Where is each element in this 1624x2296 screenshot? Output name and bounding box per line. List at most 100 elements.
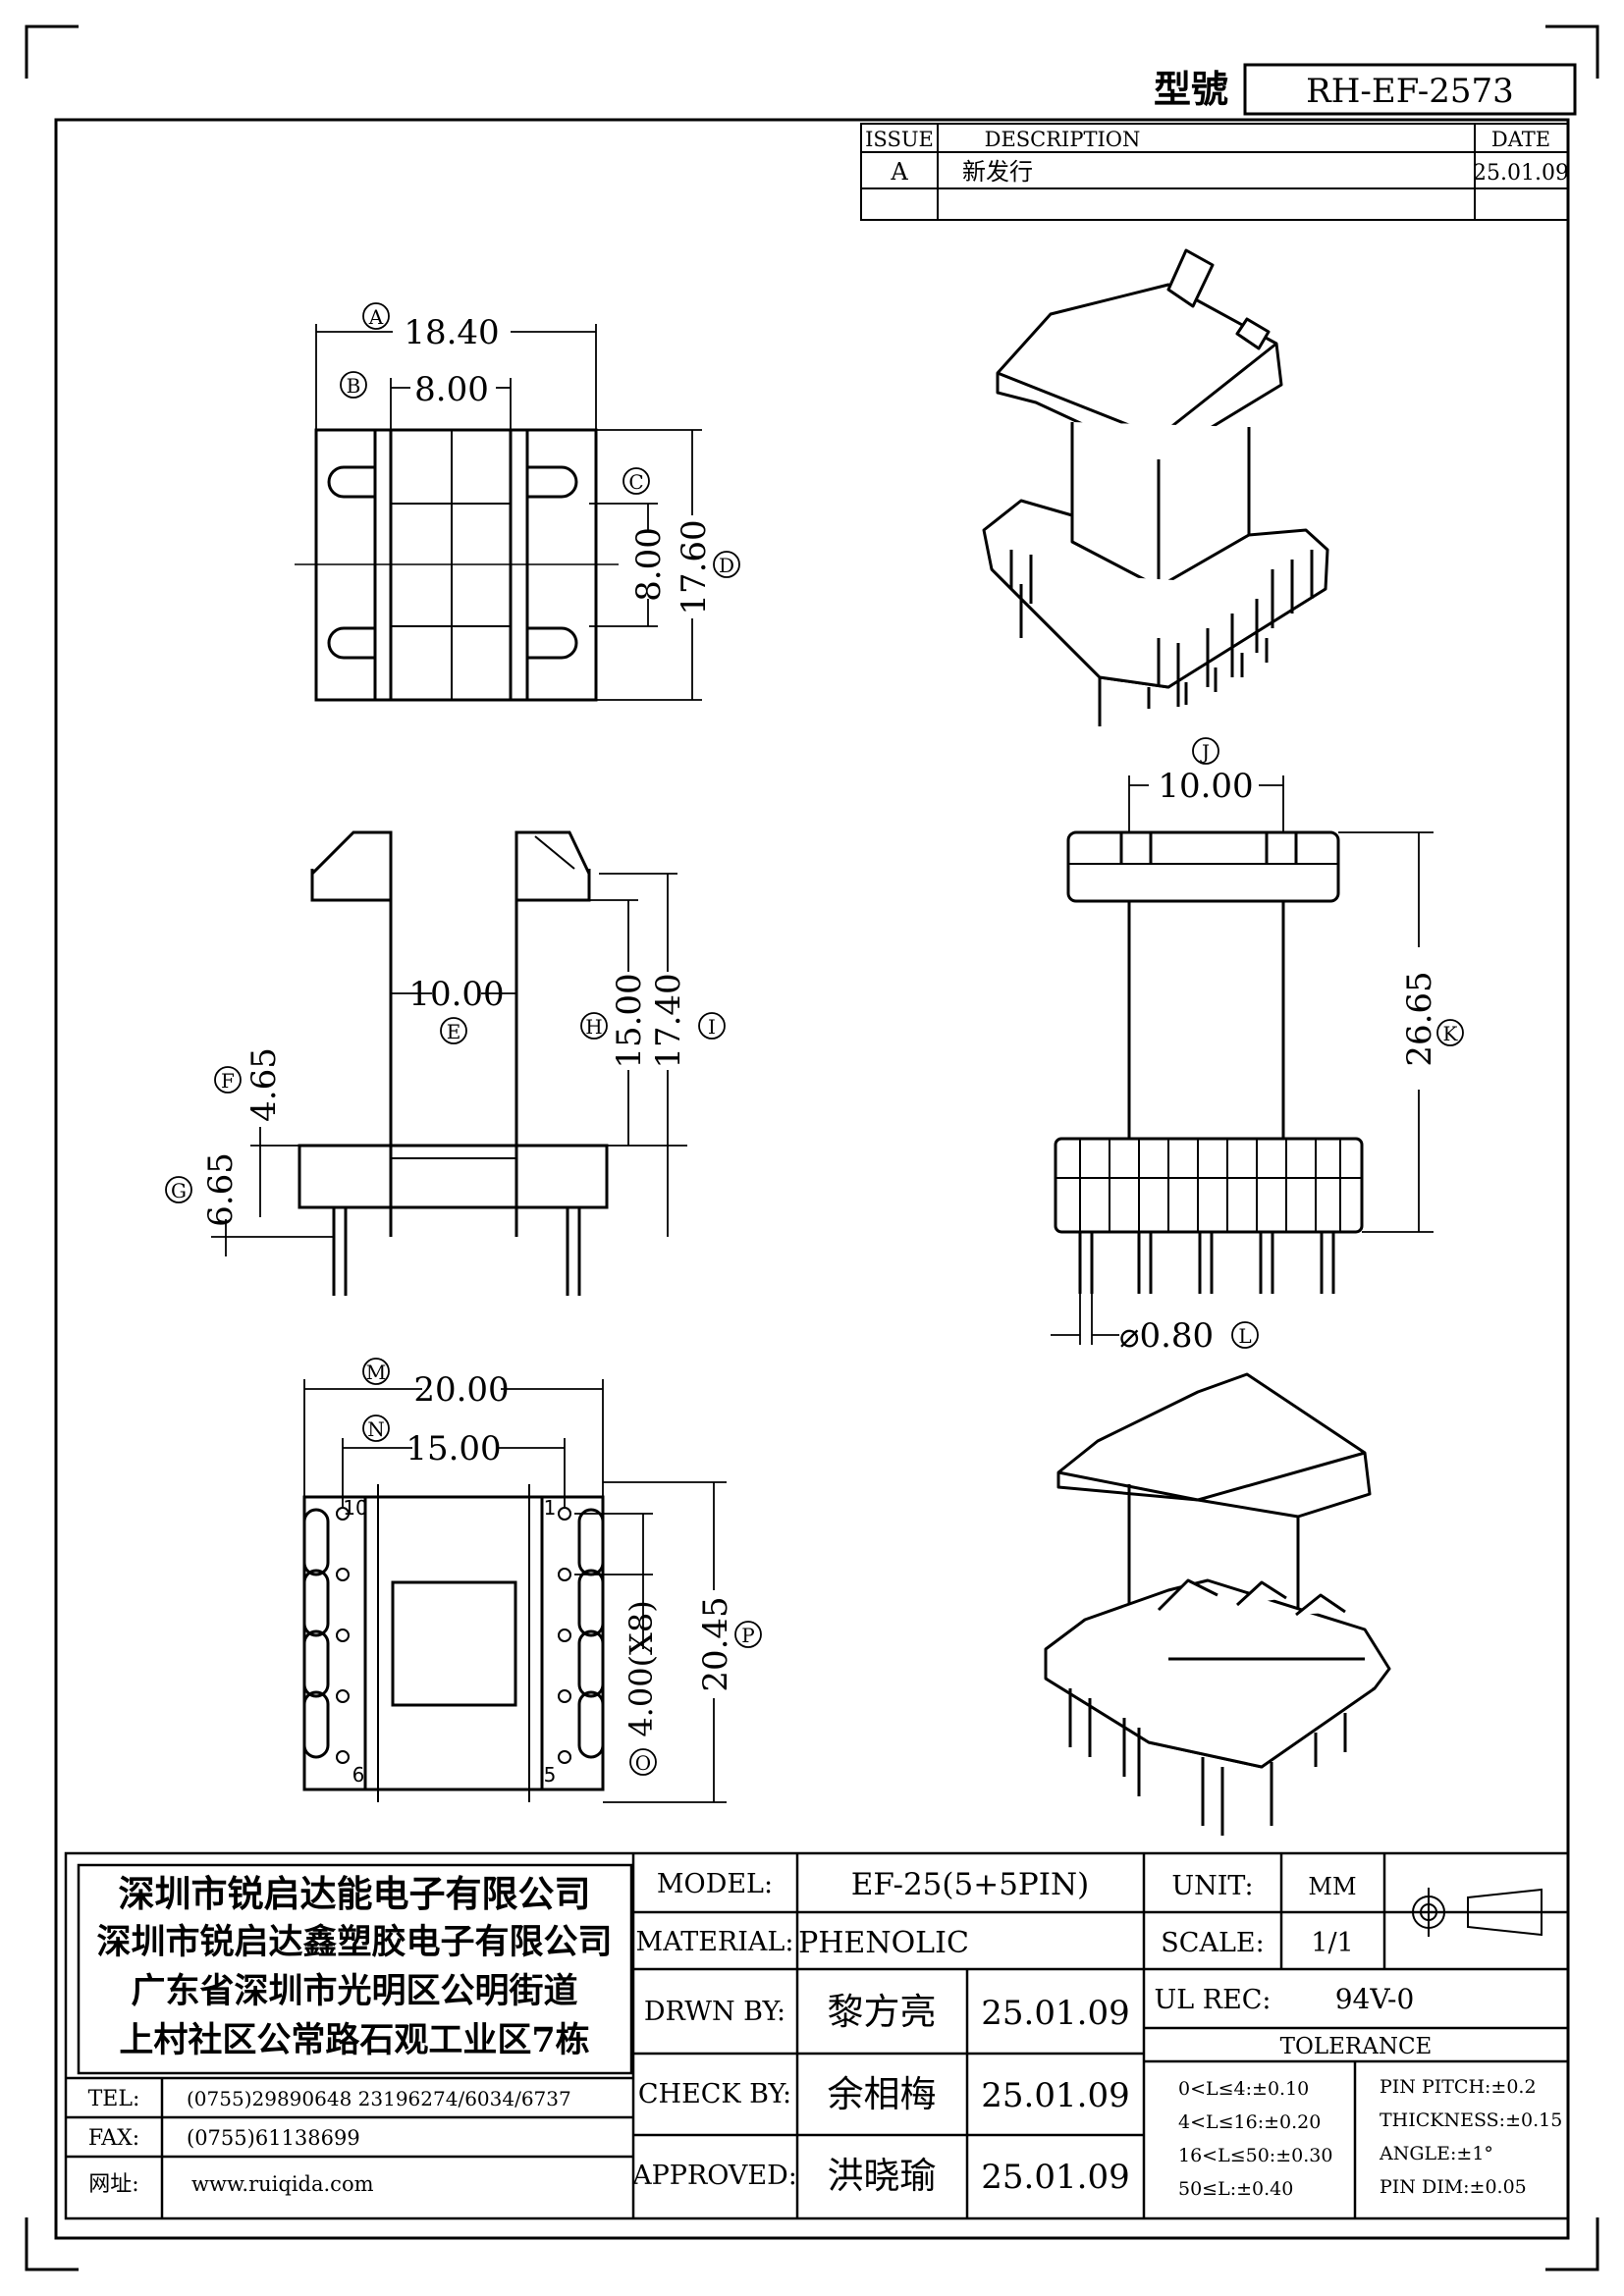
dimension-k: 26.65 — [1400, 971, 1439, 1066]
tolerance-right-3: ANGLE:±1° — [1379, 2143, 1493, 2164]
front-view-dimensions — [211, 873, 687, 1256]
dimension-p: 20.45 — [696, 1596, 735, 1691]
callout-n-circle — [362, 1415, 390, 1442]
check-by-date: 25.01.09 — [981, 2076, 1129, 2115]
callout-c: C — [628, 470, 643, 494]
dimension-j: 10.00 — [1158, 767, 1253, 806]
callout-a: A — [368, 305, 384, 329]
pin-number-5: 5 — [544, 1763, 557, 1787]
dimension-n: 15.00 — [406, 1429, 501, 1468]
dimension-o: 4.00(X8) — [623, 1600, 660, 1736]
model-value: EF-25(5+5PIN) — [851, 1867, 1090, 1902]
callout-b: B — [347, 374, 361, 398]
side-view — [1054, 830, 1364, 1294]
corner-mark-bottom-right — [1545, 2217, 1599, 2271]
callout-g: G — [171, 1179, 187, 1202]
callout-f: F — [221, 1069, 235, 1093]
dimension-e: 10.00 — [408, 975, 504, 1014]
corner-mark-bottom-left — [25, 2217, 79, 2271]
callout-p: P — [741, 1624, 754, 1647]
callout-g-circle — [165, 1176, 192, 1203]
model-number-label: 型號 — [1154, 67, 1228, 111]
ul-rec-value: 94V-0 — [1335, 1983, 1415, 2015]
revision-table: ISSUE DESCRIPTION DATE A 新发行 25.01.09 — [860, 123, 1569, 221]
callout-i: I — [708, 1015, 716, 1039]
tolerance-left-4: 50≤L:±0.40 — [1178, 2178, 1293, 2200]
callout-e: E — [447, 1020, 461, 1043]
callout-k-circle — [1436, 1019, 1464, 1046]
tolerance-right-4: PIN DIM:±0.05 — [1380, 2176, 1527, 2198]
dimension-g: 6.65 — [201, 1152, 241, 1227]
callout-e-circle — [440, 1017, 467, 1044]
side-view-dimensions — [1051, 775, 1434, 1345]
revision-issue-cell: A — [890, 158, 908, 186]
front-view — [298, 830, 609, 1296]
tolerance-left-1: 0<L≤4:±0.10 — [1178, 2078, 1309, 2100]
top-view — [295, 428, 619, 702]
callout-j: J — [1200, 740, 1210, 764]
scale-label: SCALE: — [1161, 1928, 1264, 1958]
bottom-view-pins — [336, 1507, 571, 1764]
model-number-box: 型號 RH-EF-2573 — [1154, 63, 1577, 116]
check-by-name: 余相梅 — [828, 2073, 937, 2115]
drawn-by-date: 25.01.09 — [981, 1994, 1129, 2033]
material-label: MATERIAL: — [636, 1927, 794, 1957]
revision-description-cell: 新发行 — [962, 158, 1033, 186]
callout-o: O — [635, 1751, 651, 1775]
top-view-dimensions — [315, 324, 702, 701]
callout-n: N — [367, 1417, 385, 1441]
callout-b-circle — [340, 371, 367, 399]
unit-value: MM — [1308, 1873, 1356, 1900]
dimension-i: 17.40 — [649, 973, 688, 1068]
callout-a-circle — [362, 302, 390, 330]
web-value: www.ruiqida.com — [191, 2172, 374, 2196]
drawing-border — [54, 118, 1570, 2240]
callout-h-circle — [580, 1012, 608, 1040]
bottom-view-dimensions — [303, 1379, 727, 1803]
pin-number-6: 6 — [352, 1763, 365, 1787]
approved-label: APPROVED: — [631, 2161, 797, 2191]
corner-mark-top-right — [1545, 25, 1599, 79]
tolerance-right-2: THICKNESS:±0.15 — [1380, 2109, 1562, 2131]
dimension-h: 15.00 — [610, 973, 649, 1068]
dimension-b: 8.00 — [414, 370, 489, 409]
tolerance-left-3: 16<L≤50:±0.30 — [1178, 2145, 1332, 2166]
callout-o-circle — [629, 1748, 657, 1776]
callout-l: L — [1238, 1324, 1251, 1348]
callout-c-circle — [623, 467, 650, 495]
corner-mark-top-left — [25, 25, 79, 79]
tel-label: TEL: — [88, 2087, 140, 2111]
revision-date-cell: 25.01.09 — [1473, 161, 1569, 186]
callout-h: H — [585, 1015, 602, 1039]
check-by-label: CHECK BY: — [638, 2079, 791, 2109]
approved-name: 洪晓瑜 — [828, 2155, 937, 2197]
isometric-view-top — [982, 248, 1329, 726]
bottom-view — [302, 1484, 605, 1802]
dimension-c: 8.00 — [629, 527, 669, 602]
company-name-2: 深圳市锐启达鑫塑胶电子有限公司 — [96, 1922, 612, 1962]
callout-p-circle — [734, 1621, 762, 1648]
callout-f-circle — [214, 1066, 242, 1094]
revision-col-date: DATE — [1491, 128, 1550, 151]
tolerance-right-1: PIN PITCH:±0.2 — [1380, 2076, 1537, 2098]
unit-label: UNIT: — [1171, 1871, 1253, 1901]
callout-j-circle — [1192, 737, 1219, 765]
material-value: PHENOLIC — [798, 1926, 969, 1960]
dimension-labels: A 18.40 B 8.00 C 8.00 D 17.60 10.00 E F … — [165, 302, 1464, 1787]
callout-m-circle — [362, 1358, 390, 1385]
fax-label: FAX: — [88, 2126, 139, 2151]
dimension-m: 20.00 — [413, 1370, 509, 1410]
callout-d-circle — [713, 551, 740, 578]
tel-value: (0755)29890648 23196274/6034/6737 — [187, 2087, 571, 2110]
web-label: 网址: — [88, 2172, 138, 2197]
company-name-1: 深圳市锐启达能电子有限公司 — [119, 1872, 591, 1915]
drawn-by-name: 黎方亮 — [828, 1991, 937, 2033]
callout-i-circle — [698, 1012, 726, 1040]
scale-value: 1/1 — [1311, 1928, 1353, 1958]
approved-date: 25.01.09 — [981, 2158, 1129, 2197]
tolerance-left-2: 4<L≤16:±0.20 — [1178, 2111, 1321, 2133]
isometric-view-bottom — [1044, 1372, 1391, 1836]
title-block: 深圳市锐启达能电子有限公司 深圳市锐启达鑫塑胶电子有限公司 广东省深圳市光明区公… — [64, 1851, 1570, 2220]
tolerance-title: TOLERANCE — [1280, 2034, 1433, 2059]
